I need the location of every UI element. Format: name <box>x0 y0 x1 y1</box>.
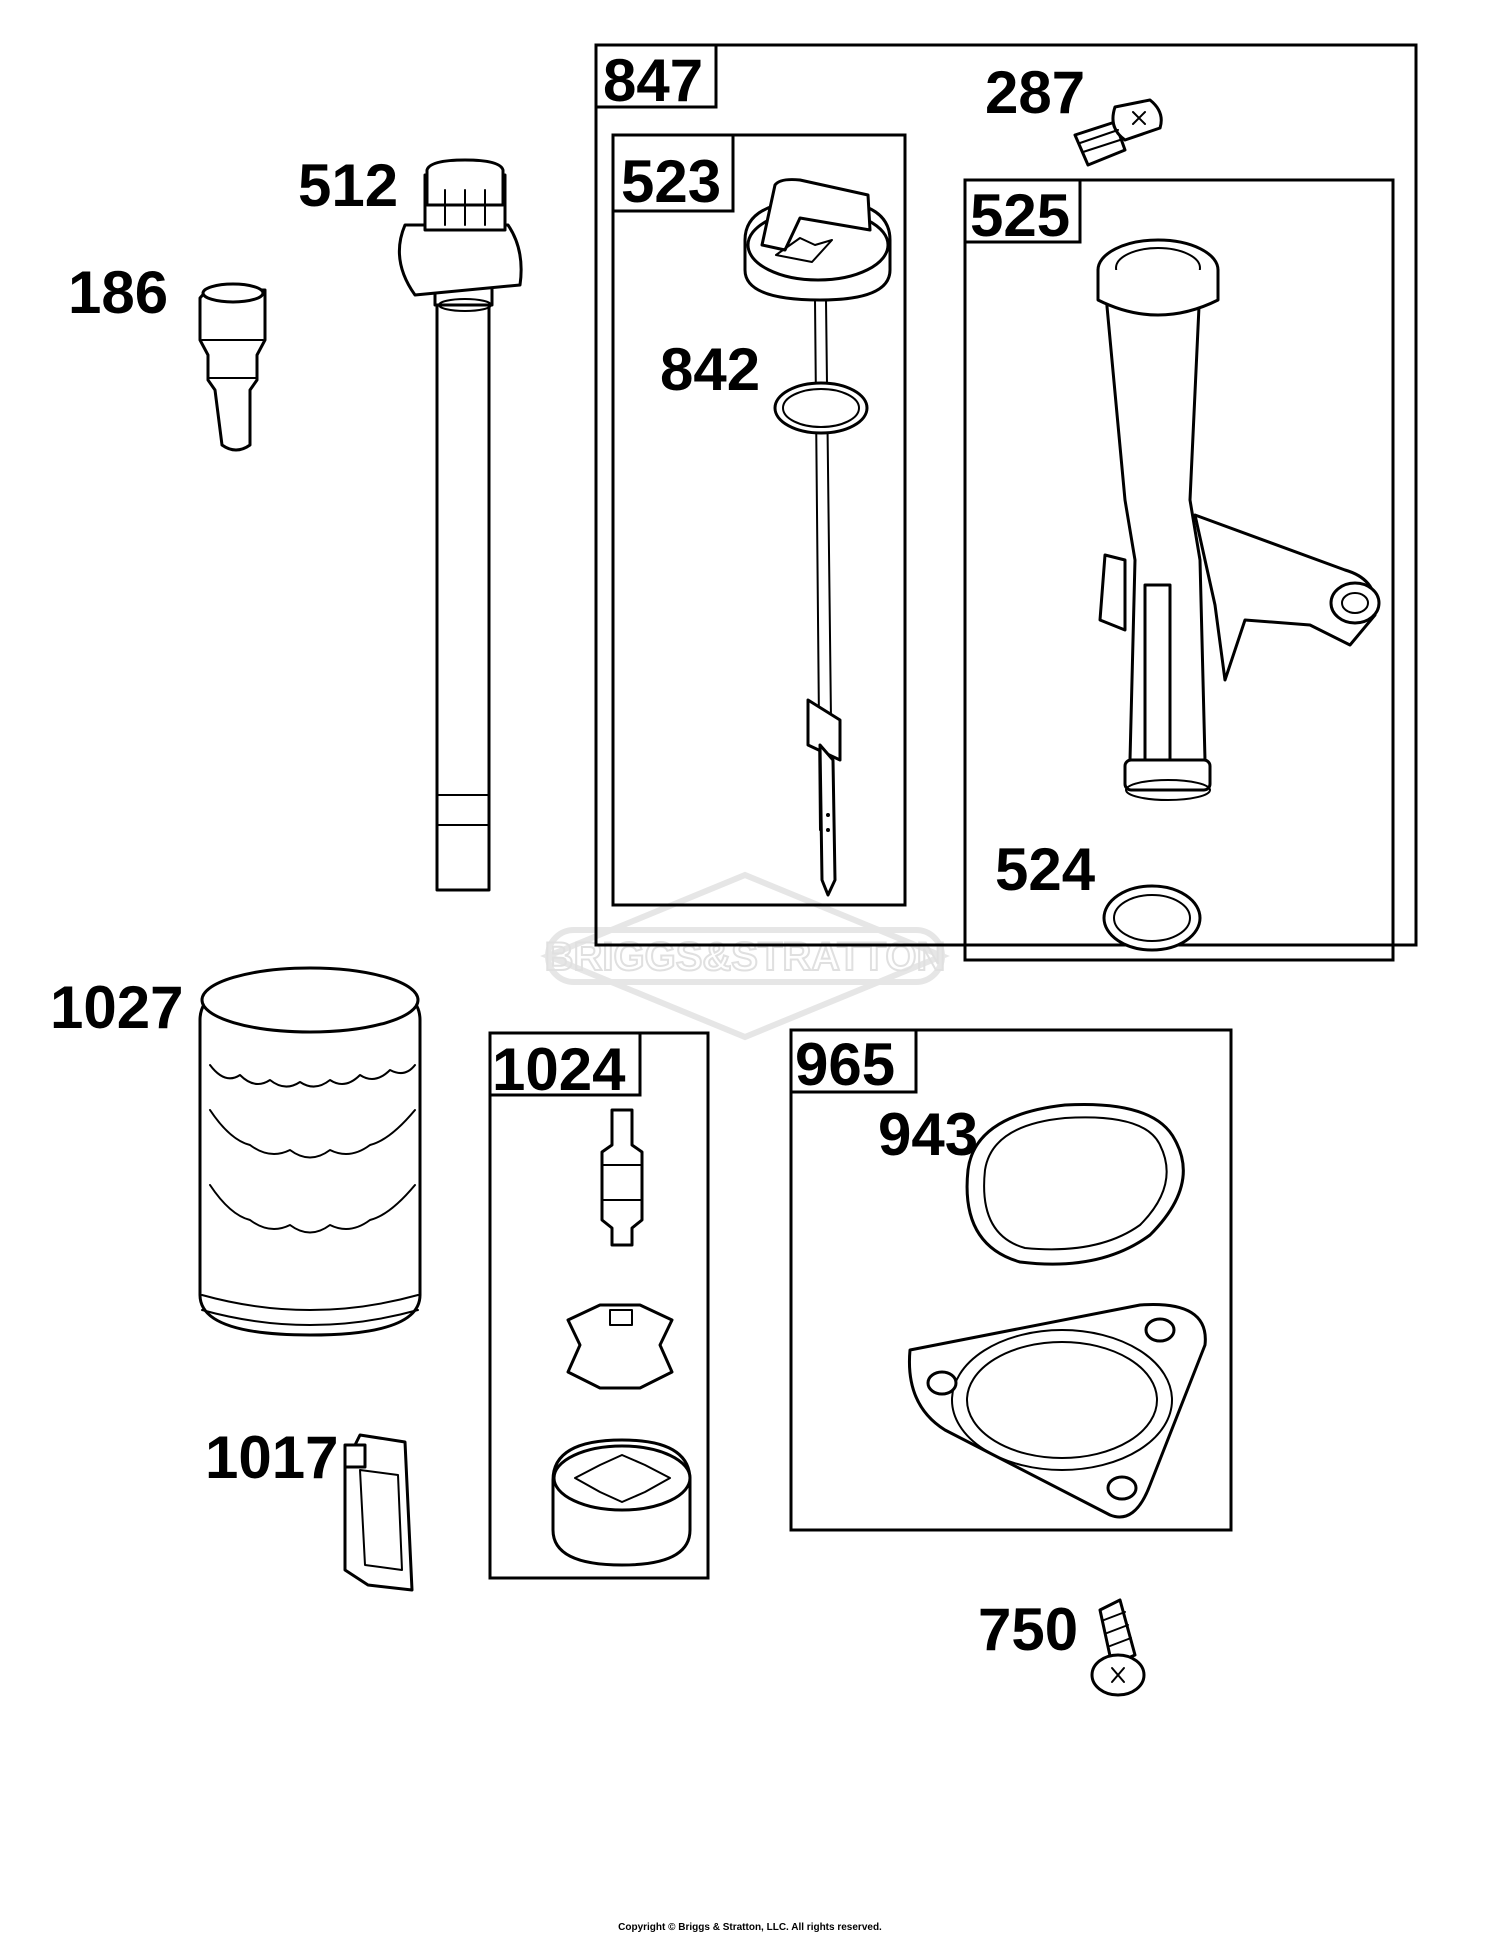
label-750: 750 <box>978 1596 1078 1663</box>
label-186: 186 <box>68 259 168 326</box>
kit-box-525 <box>963 178 1395 962</box>
part-1027-oil-filter <box>198 966 422 1337</box>
label-525: 525 <box>970 182 1070 249</box>
part-943-gasket <box>965 1102 1185 1266</box>
part-524-o-ring-inner <box>1113 894 1191 942</box>
kit-box-847 <box>594 43 1418 947</box>
watermark-logo: BRIGGS&STRATTON <box>540 871 950 1041</box>
part-1024-oil-pump <box>551 1108 692 1567</box>
kit-tab-1024 <box>488 1031 642 1097</box>
part-186-fitting <box>198 282 267 452</box>
label-287: 287 <box>985 59 1085 126</box>
part-965-filter-base <box>907 1303 1207 1519</box>
watermark-text: BRIGGS&STRATTON <box>545 935 946 979</box>
label-943: 943 <box>878 1101 978 1168</box>
part-525-fill-tube <box>1096 238 1381 801</box>
part-842-o-ring-inner <box>782 388 860 428</box>
kit-tab-523 <box>611 133 735 213</box>
label-1017: 1017 <box>205 1424 338 1491</box>
part-842-o-ring <box>773 381 869 435</box>
label-847: 847 <box>603 47 703 114</box>
part-1017-valve <box>343 1433 414 1592</box>
label-512: 512 <box>298 152 398 219</box>
kit-box-965 <box>789 1028 1233 1532</box>
part-287-screw <box>1073 98 1163 167</box>
label-965: 965 <box>795 1031 895 1098</box>
part-523-dipstick <box>743 178 892 897</box>
kit-tab-847 <box>594 43 718 109</box>
kit-tab-525 <box>963 178 1082 244</box>
part-943-gasket-inner <box>983 1116 1168 1251</box>
label-842: 842 <box>660 336 760 403</box>
label-1024: 1024 <box>492 1036 626 1103</box>
label-524: 524 <box>995 836 1096 903</box>
label-523: 523 <box>621 148 721 215</box>
copyright-notice: Copyright © Briggs & Stratton, LLC. All … <box>618 1922 882 1933</box>
label-1027: 1027 <box>50 974 183 1041</box>
part-512-dipstick-tube <box>397 158 523 892</box>
kit-box-523 <box>611 133 907 907</box>
kit-tab-965 <box>789 1028 918 1094</box>
part-524-o-ring <box>1102 884 1202 952</box>
part-750-screw <box>1090 1598 1146 1697</box>
